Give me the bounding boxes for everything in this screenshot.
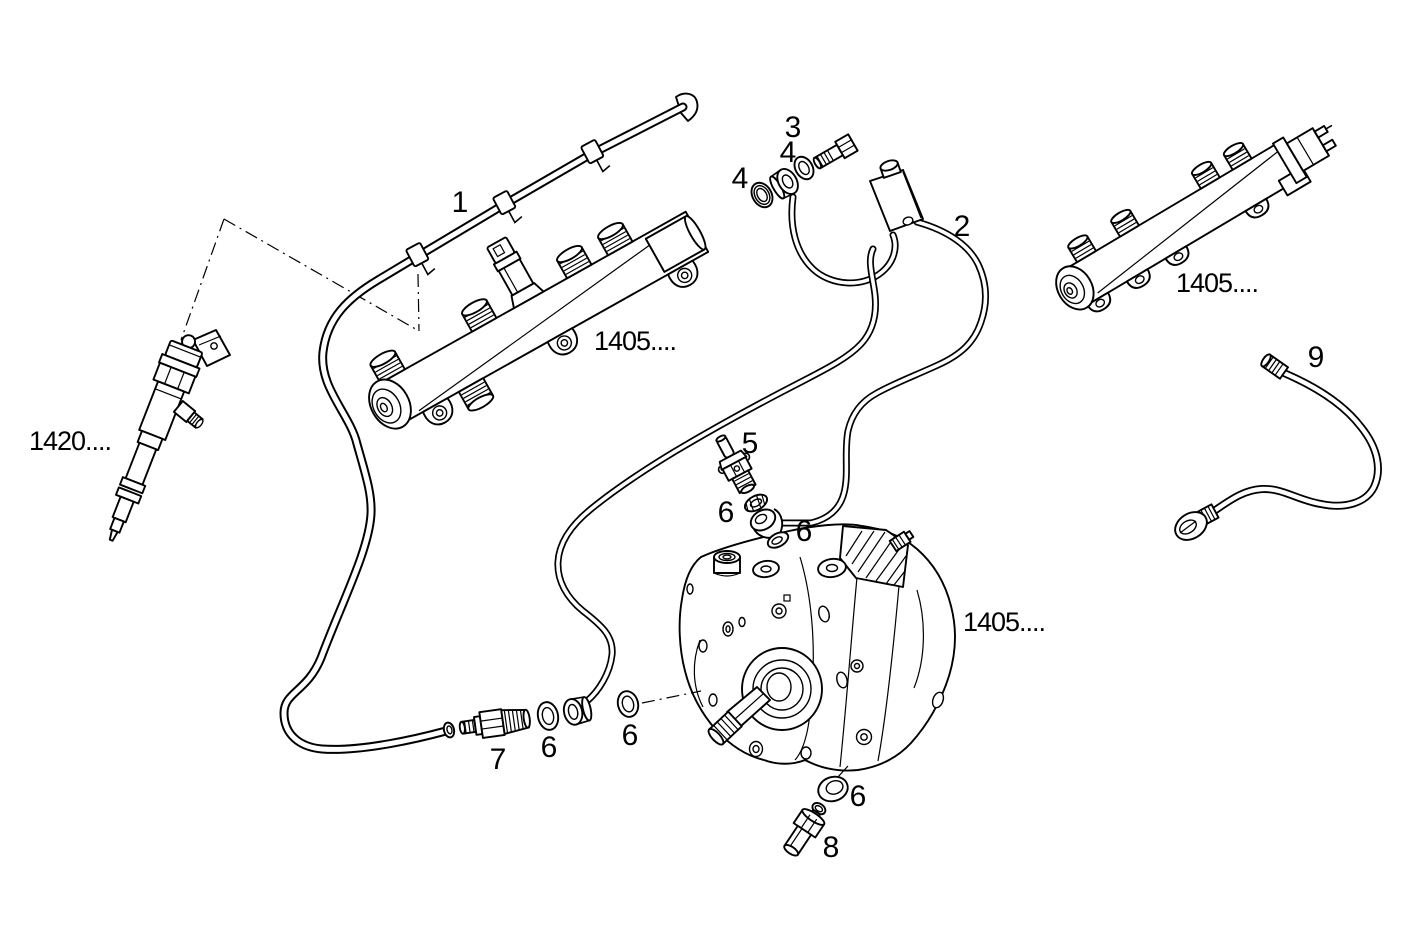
seal-washer-6e — [817, 775, 849, 803]
ref-rail-right: 1405.... — [1176, 268, 1258, 298]
seal-washer-6a — [743, 493, 769, 513]
injector-return-port — [172, 400, 204, 429]
callout-1: 1 — [452, 186, 469, 219]
union-fitting-7 — [458, 708, 531, 739]
ref-rail-center: 1405.... — [594, 326, 676, 356]
callout-5: 5 — [742, 427, 759, 460]
callout-3: 3 — [785, 111, 802, 144]
callout-6-b: 6 — [796, 515, 813, 548]
ref-pump: 1405.... — [963, 607, 1045, 637]
fuel-pipe-1 — [279, 92, 699, 754]
pump-filler-plug — [713, 550, 741, 577]
callout-9: 9 — [1308, 341, 1325, 374]
banjo-bolt-3 — [812, 133, 859, 170]
fuel-pipe-2 — [769, 159, 989, 527]
callout-6-c: 6 — [541, 731, 558, 764]
fuel-hose-9 — [1174, 353, 1382, 541]
pump-stud — [888, 530, 915, 552]
seal-washer-6c — [536, 701, 560, 731]
injector-leader-lines — [180, 218, 420, 341]
banjo-fitting-return — [562, 696, 593, 726]
rail-port-flange — [1125, 268, 1151, 289]
rail-outlet-port — [1191, 160, 1221, 190]
rail-port-flange — [1086, 291, 1112, 313]
callout-labels: 1 2 3 4 4 5 6 6 6 6 6 7 8 9 — [452, 111, 1325, 864]
callout-7: 7 — [490, 743, 507, 776]
rail-outlet-port — [597, 221, 634, 257]
callout-6-e: 6 — [850, 780, 867, 813]
callout-6-d: 6 — [622, 719, 639, 752]
overflow-valve-8 — [783, 802, 827, 857]
rail-outlet-port — [1222, 142, 1253, 171]
rail-outlet-port — [369, 349, 406, 384]
rail-outlet-port — [1067, 234, 1097, 264]
rail-outlet-port — [1110, 208, 1140, 238]
fuel-return-pipe — [554, 245, 879, 726]
rail-mounting-lug — [667, 259, 699, 288]
callout-4-left: 4 — [732, 162, 749, 195]
return-port-leader — [641, 690, 702, 704]
seal-washer-4-upper — [793, 155, 815, 181]
rail-mounting-lug — [422, 397, 454, 426]
seal-washer-6d — [616, 690, 640, 718]
rail-port-flange — [1164, 245, 1190, 266]
rail-pressure-sensor — [486, 236, 545, 310]
ref-injector: 1420.... — [29, 426, 111, 456]
callout-6-a: 6 — [718, 496, 735, 529]
rail-end-connector — [1271, 124, 1337, 185]
pump-top-port — [752, 557, 847, 579]
pump-drive-shaft — [707, 647, 823, 746]
pipe-clamp — [405, 242, 436, 276]
reference-labels: 1405.... 1405.... 1405.... 1420.... — [29, 268, 1259, 637]
seal-washer-4-left — [750, 181, 774, 209]
rail-outlet-port — [556, 244, 593, 280]
banjo-fitting-rail — [769, 168, 799, 200]
pipe1-open-end — [442, 721, 456, 739]
callout-4-upper: 4 — [780, 136, 797, 169]
pump-bolt-holes — [686, 583, 945, 760]
fuel-rail-center — [368, 210, 710, 430]
overflow-valve-block — [869, 159, 924, 232]
rail-mounting-lug — [546, 327, 579, 356]
hose-end-lug — [1174, 503, 1220, 541]
pipe-clamp — [580, 139, 611, 173]
rail-outlet-port — [457, 377, 495, 412]
callout-2: 2 — [954, 210, 971, 243]
bleed-screw-5 — [715, 434, 757, 495]
washer-leader-line — [836, 765, 849, 779]
rail-outlet-port — [461, 298, 498, 333]
seal-washer-6b — [766, 531, 790, 549]
callout-8: 8 — [823, 831, 840, 864]
fuel-injector — [108, 329, 231, 542]
hose-threaded-end — [1260, 353, 1289, 380]
pipe-clamp — [492, 190, 523, 224]
rail-port-flange — [1244, 197, 1270, 219]
high-pressure-pump — [641, 523, 956, 779]
fuel-rail-right — [1055, 124, 1337, 313]
